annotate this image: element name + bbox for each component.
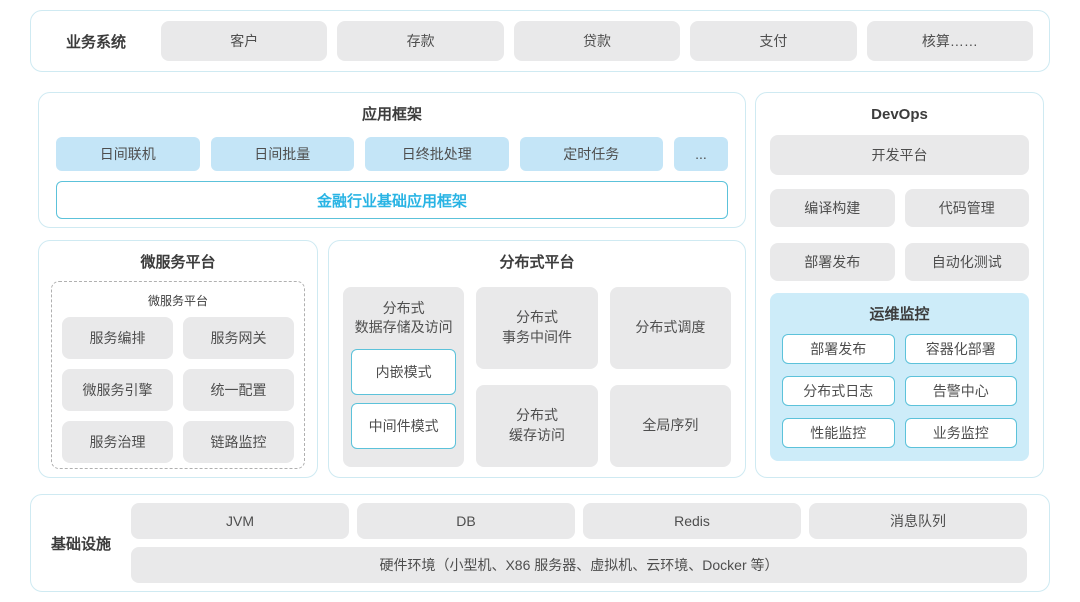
base-framework-box: 金融行业基础应用框架 — [56, 181, 728, 219]
distributed-item: 分布式 缓存访问 — [476, 385, 598, 467]
storage-mode-item: 中间件模式 — [351, 402, 457, 449]
microservice-item: 服务治理 — [62, 421, 173, 463]
ops-monitor-grid: 部署发布 容器化部署 分布式日志 告警中心 性能监控 业务监控 — [782, 334, 1017, 448]
distributed-item: 全局序列 — [609, 385, 731, 467]
distributed-platform-title: 分布式平台 — [499, 254, 575, 271]
business-systems-label: 业务系统 — [65, 33, 126, 51]
app-framework-title: 应用框架 — [361, 106, 422, 123]
app-framework-panel: 应用框架 日间联机 日间批量 日终批处理 定时任务 ... 金融行业基础应用框架 — [38, 92, 746, 228]
business-systems-panel: 业务系统 客户 存款 贷款 支付 核算…… — [30, 10, 1050, 72]
distributed-item: 分布式调度 — [609, 287, 731, 369]
app-framework-item: 定时任务 — [519, 137, 663, 171]
devops-item: 部署发布 — [770, 243, 895, 281]
app-framework-item: 日间联机 — [56, 137, 200, 171]
microservice-item: 微服务引擎 — [62, 369, 173, 411]
hardware-environment-box: 硬件环境（小型机、X86 服务器、虚拟机、云环境、Docker 等） — [131, 547, 1027, 583]
business-system-item: 贷款 — [513, 21, 681, 61]
business-system-item: 支付 — [690, 21, 857, 61]
distributed-grid: 分布式 数据存储及访问 内嵌模式 中间件模式 分布式 事务中间件 分布式 缓存访… — [329, 273, 745, 467]
dev-platform-box: 开发平台 — [770, 135, 1029, 175]
ops-monitor-panel: 运维监控 部署发布 容器化部署 分布式日志 告警中心 性能监控 业务监控 — [770, 293, 1029, 461]
infrastructure-label: 基础设施 — [50, 535, 111, 553]
ops-monitor-item: 业务监控 — [904, 418, 1017, 448]
microservice-inner-title: 微服务平台 — [147, 294, 208, 308]
infrastructure-item: Redis — [583, 503, 801, 539]
ops-monitor-item: 告警中心 — [904, 376, 1017, 406]
ops-monitor-item: 容器化部署 — [904, 334, 1017, 364]
infrastructure-item: JVM — [131, 503, 349, 539]
infrastructure-row: JVM DB Redis 消息队列 — [131, 503, 1027, 539]
business-system-item: 核算…… — [866, 21, 1034, 61]
ops-monitor-item: 性能监控 — [782, 418, 895, 448]
infrastructure-item: 消息队列 — [809, 503, 1027, 539]
ops-monitor-item: 部署发布 — [782, 334, 895, 364]
devops-title: DevOps — [871, 106, 928, 123]
devops-item: 编译构建 — [770, 189, 895, 227]
app-framework-item: 日终批处理 — [365, 137, 509, 171]
microservice-item: 服务编排 — [62, 317, 173, 359]
distributed-column: 分布式调度 全局序列 — [609, 287, 731, 467]
distributed-item: 分布式 事务中间件 — [476, 287, 598, 369]
infrastructure-item: DB — [357, 503, 575, 539]
business-systems-row: 客户 存款 贷款 支付 核算…… — [161, 21, 1034, 61]
microservice-platform-panel: 微服务平台 微服务平台 服务编排 服务网关 微服务引擎 统一配置 服务治理 链路… — [38, 240, 318, 478]
microservice-inner-group: 微服务平台 服务编排 服务网关 微服务引擎 统一配置 服务治理 链路监控 — [51, 281, 305, 469]
infrastructure-panel: 基础设施 JVM DB Redis 消息队列 硬件环境（小型机、X86 服务器、… — [30, 494, 1050, 592]
app-framework-item: 日间批量 — [210, 137, 354, 171]
microservice-item: 链路监控 — [183, 421, 294, 463]
microservice-grid: 服务编排 服务网关 微服务引擎 统一配置 服务治理 链路监控 — [62, 317, 294, 463]
app-framework-item-more: ... — [674, 137, 728, 171]
infrastructure-content: JVM DB Redis 消息队列 硬件环境（小型机、X86 服务器、虚拟机、云… — [131, 503, 1049, 583]
devops-item: 代码管理 — [904, 189, 1029, 227]
devops-item: 自动化测试 — [904, 243, 1029, 281]
microservice-item: 服务网关 — [183, 317, 294, 359]
distributed-platform-panel: 分布式平台 分布式 数据存储及访问 内嵌模式 中间件模式 分布式 事务中间件 分… — [328, 240, 746, 478]
distributed-column: 分布式 事务中间件 分布式 缓存访问 — [476, 287, 598, 467]
distributed-storage-label: 分布式 数据存储及访问 — [354, 300, 453, 335]
microservice-item: 统一配置 — [183, 369, 294, 411]
business-system-item: 客户 — [161, 21, 328, 61]
ops-monitor-title: 运维监控 — [869, 306, 930, 323]
ops-monitor-item: 分布式日志 — [782, 376, 895, 406]
app-framework-row: 日间联机 日间批量 日终批处理 定时任务 ... — [39, 125, 745, 171]
business-system-item: 存款 — [337, 21, 504, 61]
storage-mode-item: 内嵌模式 — [351, 348, 457, 395]
devops-grid: 编译构建 代码管理 部署发布 自动化测试 — [756, 189, 1043, 281]
devops-panel: DevOps 开发平台 编译构建 代码管理 部署发布 自动化测试 运维监控 部署… — [755, 92, 1044, 478]
microservice-platform-title: 微服务平台 — [140, 254, 216, 271]
distributed-storage-box: 分布式 数据存储及访问 内嵌模式 中间件模式 — [343, 287, 465, 467]
